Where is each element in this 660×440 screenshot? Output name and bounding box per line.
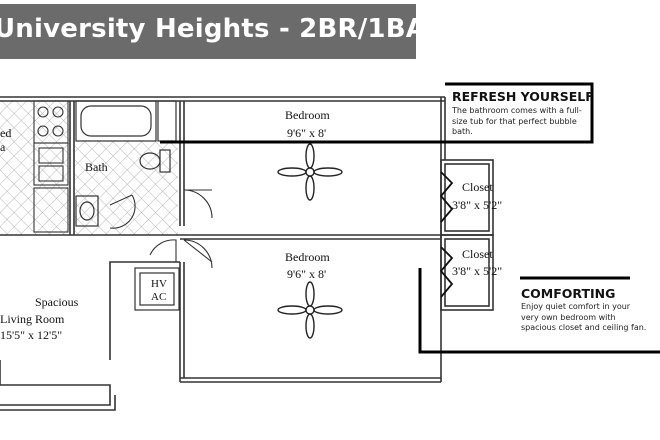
hvac-label-line1: HV: [151, 278, 167, 290]
kitchen-label-line1: ed: [0, 126, 12, 140]
bath-sink: [75, 195, 99, 227]
living-room-size: 15'5" x 12'5": [0, 328, 63, 342]
living-room-label-line1: Spacious: [35, 295, 79, 309]
ceiling-fan-icon: [277, 281, 343, 339]
bath-tile-floor: [75, 140, 178, 235]
bedroom1-label: Bedroom: [285, 108, 330, 122]
bedroom1-size: 9'6" x 8': [287, 126, 327, 140]
bathtub: [75, 100, 177, 142]
ceiling-fan-icon: [277, 143, 343, 201]
kitchen-label-line2: a: [0, 140, 6, 154]
comfort-callout-title: COMFORTING: [521, 286, 616, 301]
doors: [109, 189, 213, 269]
hvac-unit: [134, 267, 180, 311]
kitchen-appliances: [33, 100, 69, 233]
callout-brackets: [160, 82, 660, 354]
bedroom2-size: 9'6" x 8': [287, 267, 327, 281]
kitchen-tile-floor: [0, 100, 70, 235]
bedroom2-label: Bedroom: [285, 250, 330, 264]
hvac-label-line2: AC: [151, 291, 167, 303]
refresh-callout-title: REFRESH YOURSELF: [452, 89, 594, 104]
closet2-label: Closet: [462, 247, 493, 261]
outer-walls: [0, 96, 494, 411]
refresh-callout-body: The bathroom comes with a full-size tub …: [452, 106, 582, 136]
toilet: [139, 149, 171, 173]
title-bar: University Heights - 2BR/1BA: [0, 4, 426, 59]
closet1-label: Closet: [462, 180, 493, 194]
closet1-size: 3'8" x 5'2": [452, 198, 503, 212]
closet2-size: 3'8" x 5'2": [452, 264, 503, 278]
living-room-label-line2: Living Room: [0, 312, 65, 326]
bath-label: Bath: [85, 160, 108, 174]
closet-doors: [439, 171, 454, 298]
comfort-callout-body: Enjoy quiet comfort in your very own bed…: [521, 302, 647, 332]
listing-title: University Heights - 2BR/1BA: [0, 14, 427, 44]
